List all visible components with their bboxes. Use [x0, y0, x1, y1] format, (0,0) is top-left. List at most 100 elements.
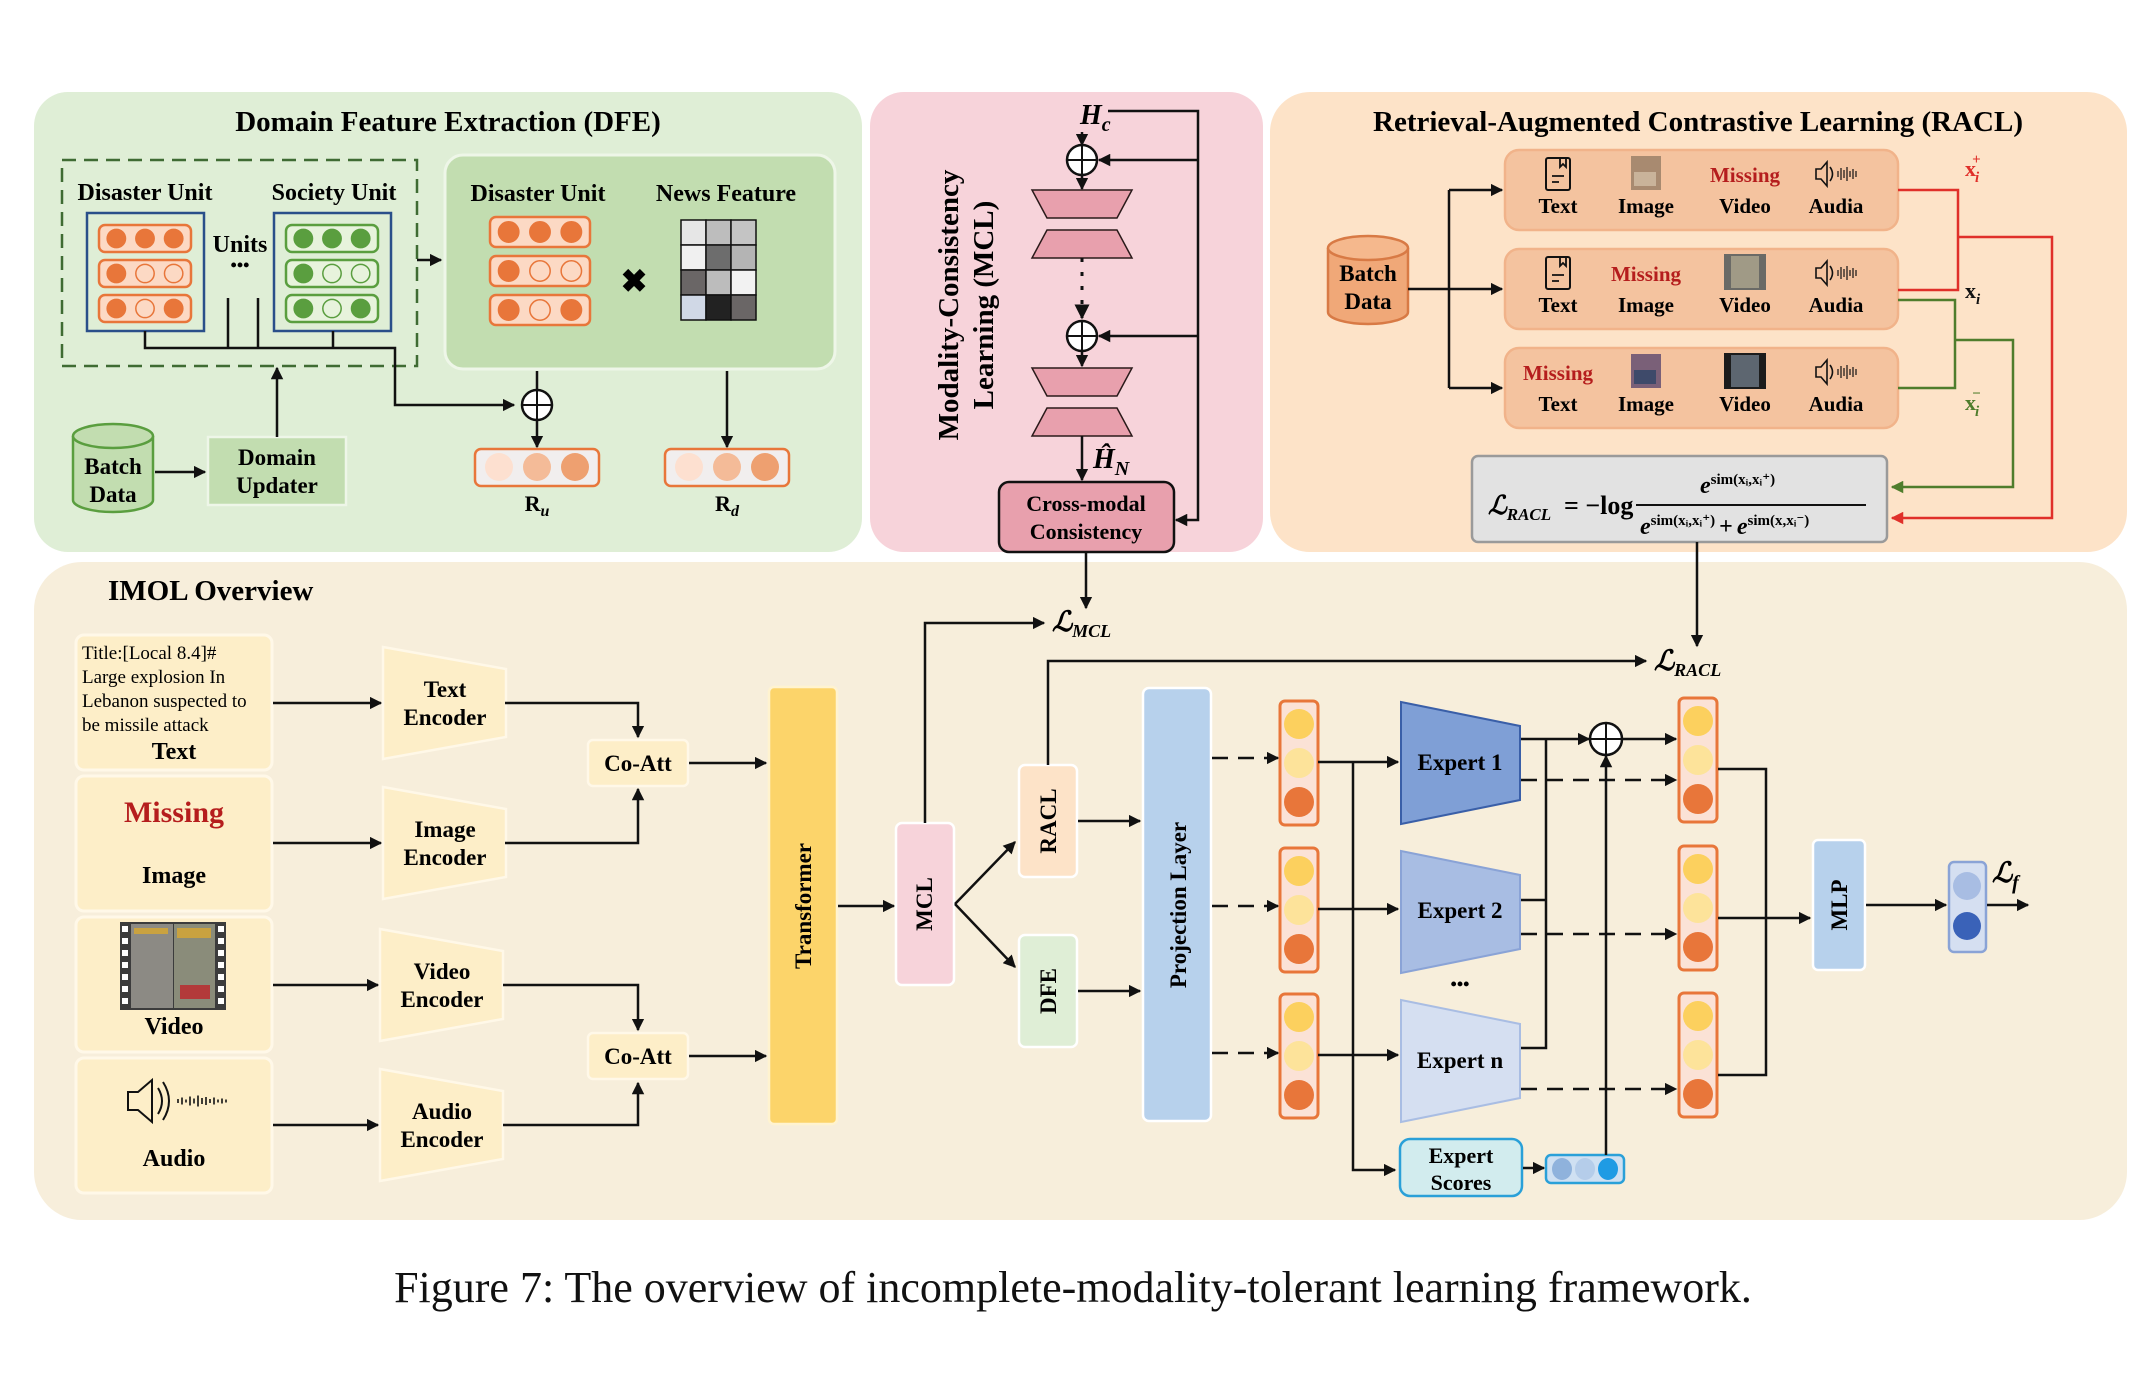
vector-node [1284, 787, 1314, 817]
text-input-box [74, 633, 274, 772]
film-hole [218, 998, 224, 1004]
unit-node [529, 260, 551, 282]
mcl-to-racl-arrow [954, 841, 1016, 905]
modality-label: Video [1719, 293, 1771, 317]
matrix-cell [730, 219, 757, 246]
unit-node [106, 298, 127, 319]
encoder-label-line2: Encoder [400, 1127, 483, 1152]
multiply-icon: ✖ [621, 263, 648, 299]
modality-label: Image [1618, 392, 1674, 416]
mlp-label: MLP [1827, 879, 1852, 930]
unit-node [497, 221, 520, 243]
unit-bus [143, 298, 514, 405]
film-hole [218, 926, 224, 932]
society-unit [272, 211, 393, 333]
speaker-wave [1829, 265, 1834, 281]
image-thumbnail-detail [1634, 370, 1656, 384]
speaker-icon [1815, 357, 1828, 387]
rd-label: Rd [715, 491, 740, 520]
vector-node [1284, 856, 1314, 886]
racl-batch-line1: Batch [1339, 261, 1397, 286]
film-hole [218, 974, 224, 980]
loss-mcl-label: ℒMCL [1052, 607, 1111, 641]
mcl-encoder-block-1 [1030, 189, 1134, 219]
unit-node [560, 221, 583, 243]
matrix-cell [680, 219, 707, 246]
encoder-label-line2: Encoder [403, 845, 486, 870]
racl-denominator: esim(xᵢ,xᵢ⁺)+esim(x,xᵢ⁻) [1640, 513, 1809, 540]
matrix-cell [680, 294, 707, 321]
expert-n [1400, 998, 1521, 1124]
encoder-label-line1: Video [414, 959, 471, 984]
unit-node [497, 260, 520, 282]
dfe-block [1017, 933, 1079, 1049]
text-input-label: Text [152, 739, 196, 765]
vector-node [713, 453, 741, 481]
vector-node [485, 453, 513, 481]
image-input-label: Image [142, 863, 206, 889]
encoder-block [381, 645, 508, 761]
vector-node [1683, 1040, 1713, 1070]
x-positive-label: xi+ [1965, 152, 1981, 186]
text-input-line: be missile attack [82, 715, 209, 736]
domain-updater-line2: Updater [236, 473, 318, 498]
x-anchor-label: xi [1965, 278, 1981, 308]
mcl-title-line1: Modality-Consistency [933, 169, 965, 440]
unit-node [163, 228, 184, 249]
co-att-label-2: Co-Att [604, 1044, 672, 1069]
vector-node [1284, 895, 1314, 925]
mcl-title-line2: Learning (MCL) [968, 201, 1000, 410]
hc-feedback-line [1108, 109, 1200, 527]
vector-node [1683, 932, 1713, 962]
unit-node [106, 228, 127, 249]
dfe-batch-line2: Data [89, 482, 137, 507]
mcl-panel [870, 92, 1263, 552]
audio-enc-to-coatt [503, 1081, 645, 1127]
document-lines [1552, 257, 1567, 282]
expert-outputs-merge [1521, 737, 1548, 1050]
final-output-vector [1947, 860, 1988, 954]
audio-speaker-icon [127, 1077, 227, 1125]
racl-loss-lhs: ℒRACL [1488, 491, 1551, 524]
film-hole [218, 950, 224, 956]
unit-node [350, 298, 371, 319]
outputs-to-mlp-merge [1718, 767, 1768, 1077]
ru-vector [473, 447, 601, 488]
vector-node [1683, 1001, 1713, 1031]
speaker-icon [1815, 159, 1828, 189]
overview-title: IMOL Overview [108, 575, 313, 607]
audio-input-label: Audio [143, 1146, 206, 1172]
image-enc-to-coatt [505, 787, 645, 845]
modality-label: Video [1719, 194, 1771, 218]
modality-label: Text [1539, 392, 1578, 416]
racl-cylinder-body [1326, 248, 1410, 326]
hc-label: Hc [1079, 100, 1111, 136]
co-att-box-1 [586, 738, 690, 788]
cylinder-top [71, 422, 155, 450]
dfe-block-label: DFE [1036, 968, 1061, 1014]
negative-pair-line [1892, 298, 2015, 487]
dfe-title: Domain Feature Extraction (DFE) [235, 106, 661, 138]
racl-cylinder-top [1326, 234, 1410, 262]
ru-label: Ru [525, 491, 550, 520]
encoder-label-line1: Audio [412, 1099, 472, 1124]
gate-bus-line [1351, 761, 1397, 1177]
experts-ellipsis: ••• [1451, 974, 1470, 994]
vector-node [1284, 748, 1314, 778]
expert-n-label: Expert n [1417, 1048, 1503, 1073]
racl-block-label: RACL [1036, 788, 1061, 853]
unit-node [135, 298, 155, 319]
units-label: Units [213, 232, 268, 258]
image-thumbnail-detail [1634, 172, 1656, 186]
matrix-cell [730, 244, 757, 271]
text-input-line: Title:[Local 8.4]# [82, 643, 217, 664]
unit-node [135, 228, 155, 249]
disaster-unit-label: Disaster Unit [78, 180, 213, 206]
film-hole [122, 962, 128, 968]
mcl-sum2-cross [1067, 321, 1097, 351]
vector-node [1683, 706, 1713, 736]
document-lines [1552, 158, 1567, 183]
vector-node [751, 453, 779, 481]
vector-node [1683, 893, 1713, 923]
